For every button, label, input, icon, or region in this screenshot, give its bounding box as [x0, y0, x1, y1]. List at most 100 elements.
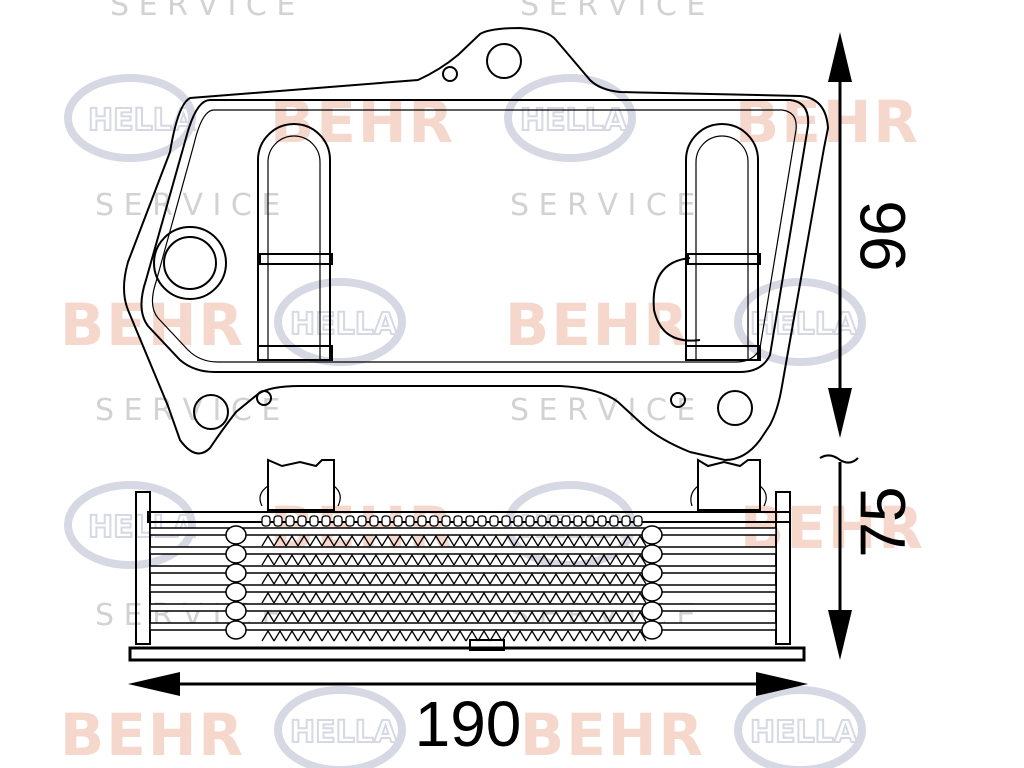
oil-channel-left [257, 123, 333, 361]
fin-segment [489, 610, 503, 623]
fin-segment [453, 610, 467, 623]
fin-segment [417, 553, 431, 566]
watermark-behr: BEHR [270, 88, 455, 156]
plate-edge-bead [641, 563, 663, 583]
plate-edge-bead [225, 620, 247, 640]
fin-segment [297, 629, 311, 642]
fin-cap [345, 515, 355, 527]
fin-cap [453, 515, 463, 527]
fin-segment [261, 629, 275, 642]
fin-segment [393, 553, 407, 566]
fin-segment [381, 553, 395, 566]
fin-segment [357, 553, 371, 566]
fin-segment [621, 629, 635, 642]
fin-segment [285, 610, 299, 623]
fin-segment [489, 572, 503, 585]
fin-segment [477, 610, 491, 623]
fin-segment [465, 591, 479, 604]
watermark-hella-logo: HELLA [274, 686, 406, 768]
fin-segment [549, 553, 563, 566]
fin-segment [357, 572, 371, 585]
fin-cap [321, 515, 331, 527]
fin-segment [609, 553, 623, 566]
fin-segment [621, 572, 635, 585]
fin-segment [537, 591, 551, 604]
fin-segment [477, 591, 491, 604]
fin-segment [417, 591, 431, 604]
fin-segment [381, 534, 395, 547]
fin-cap [309, 515, 319, 527]
fin-segment [369, 572, 383, 585]
fin-segment [549, 629, 563, 642]
locating-hole [670, 392, 686, 408]
fin-cap [405, 515, 415, 527]
fin-segment [333, 572, 347, 585]
fin-segment [537, 572, 551, 585]
fin-cap [525, 515, 535, 527]
fin-segment [597, 591, 611, 604]
fin-segment [357, 610, 371, 623]
fin-segment [537, 610, 551, 623]
locating-hole [256, 390, 272, 406]
fin-segment [597, 553, 611, 566]
fin-segment [489, 591, 503, 604]
fin-segment [633, 610, 647, 623]
dimension-75: 75 [819, 454, 919, 660]
svg-text:HELLA: HELLA [750, 715, 858, 750]
fin-segment [585, 629, 599, 642]
dimension-label-width: 190 [415, 688, 522, 760]
fin-segment [501, 553, 515, 566]
fitting-right [697, 458, 761, 511]
fin-segment [285, 572, 299, 585]
fin-cap [621, 515, 631, 527]
fin-segment [273, 534, 287, 547]
fin-segment [621, 591, 635, 604]
cooler-plate [149, 527, 777, 536]
fin-segment [393, 591, 407, 604]
fin-segment [489, 553, 503, 566]
fin-segment [453, 553, 467, 566]
svg-text:HELLA: HELLA [88, 103, 196, 138]
fin-segment [573, 610, 587, 623]
watermark-service: S E R V I C E [110, 0, 295, 23]
fin-cap [465, 515, 475, 527]
fin-segment [597, 610, 611, 623]
fin-cap [585, 515, 595, 527]
fin-segment [333, 591, 347, 604]
fin-segment [405, 629, 419, 642]
fin-segment [609, 610, 623, 623]
fin-segment [381, 572, 395, 585]
fin-segment [417, 534, 431, 547]
fin-segment [441, 572, 455, 585]
fin-segment [525, 610, 539, 623]
fin-segment [513, 591, 527, 604]
fin-segment [369, 534, 383, 547]
fin-segment [453, 572, 467, 585]
fin-segment [357, 629, 371, 642]
fin-segment [525, 572, 539, 585]
fin-cap [633, 515, 643, 527]
fin-segment [585, 553, 599, 566]
fin-cap [273, 515, 283, 527]
fin-segment [333, 534, 347, 547]
fin-segment [561, 591, 575, 604]
fin-segment [261, 534, 275, 547]
fin-cap [357, 515, 367, 527]
watermark-service: S E R V I C E [95, 393, 280, 428]
fin-segment [501, 572, 515, 585]
watermark-hella-logo: HELLA [504, 74, 636, 162]
fin-segment [369, 629, 383, 642]
fin-segment [537, 534, 551, 547]
fin-segment [261, 553, 275, 566]
fin-cap [285, 515, 295, 527]
watermark-layer: S E R V I C E S E R V I C E S E R V I C … [60, 0, 923, 768]
oil-cooler-side-view [128, 458, 806, 662]
fin-segment [369, 553, 383, 566]
fin-segment [273, 572, 287, 585]
fin-segment [465, 572, 479, 585]
plate-edge-bead [225, 601, 247, 621]
plate-edge-bead [641, 525, 663, 545]
fin-segment [429, 553, 443, 566]
fin-segment [585, 534, 599, 547]
svg-text:HELLA: HELLA [290, 307, 398, 342]
